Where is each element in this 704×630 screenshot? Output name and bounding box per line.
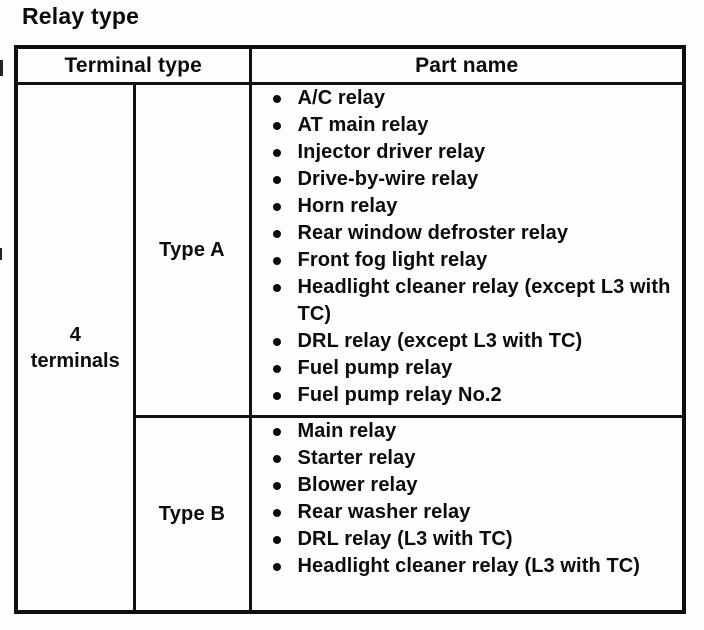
table-row-type-b: Type B Main relay Starter relay Blower r… — [16, 415, 686, 614]
part-list-item: Main relay — [252, 418, 683, 445]
terminal-word: terminals — [30, 349, 120, 372]
part-list-type-a: A/C relay AT main relay Injector driver … — [252, 85, 683, 409]
part-list-item: Starter relay — [252, 445, 683, 472]
part-list-item: AT main relay — [252, 112, 683, 139]
part-list-item: Blower relay — [252, 472, 683, 499]
scan-artifact — [0, 248, 2, 260]
column-header-terminal-type: Terminal type — [14, 45, 252, 85]
terminal-count-cell: 4 terminals — [14, 82, 136, 614]
type-a-label-cell: Type A — [132, 82, 252, 418]
part-list-item: Horn relay — [252, 193, 683, 220]
part-list-item: Rear window defroster relay — [252, 220, 683, 247]
column-header-part-name: Part name — [248, 45, 686, 85]
part-list-item: Fuel pump relay — [252, 355, 683, 382]
part-list-item: DRL relay (except L3 with TC) — [252, 328, 683, 355]
part-list-item: A/C relay — [252, 85, 683, 112]
part-list-item: Fuel pump relay No.2 — [252, 382, 683, 409]
part-list-item: Front fog light relay — [252, 247, 683, 274]
part-list-item: Headlight cleaner relay (except L3 with … — [252, 274, 683, 328]
part-list-type-b: Main relay Starter relay Blower relay Re… — [252, 418, 683, 580]
part-list-item: DRL relay (L3 with TC) — [252, 526, 683, 553]
relay-type-table: Terminal type Part name 4 terminals Type… — [14, 45, 686, 614]
type-a-parts-cell: A/C relay AT main relay Injector driver … — [248, 82, 686, 418]
header-row: Terminal type Part name — [14, 45, 686, 85]
terminal-count: 4 — [69, 323, 81, 346]
part-list-item: Drive-by-wire relay — [252, 166, 683, 193]
part-list-item: Rear washer relay — [252, 499, 683, 526]
part-list-item: Injector driver relay — [252, 139, 683, 166]
scan-artifact — [0, 60, 3, 76]
page-title: Relay type — [22, 3, 140, 29]
part-list-item: Headlight cleaner relay (L3 with TC) — [252, 553, 683, 580]
type-b-parts-cell: Main relay Starter relay Blower relay Re… — [248, 415, 686, 614]
table-row-type-a: 4 terminals Type A A/C relay AT main rel… — [14, 82, 686, 614]
type-b-label-cell: Type B — [132, 415, 252, 614]
